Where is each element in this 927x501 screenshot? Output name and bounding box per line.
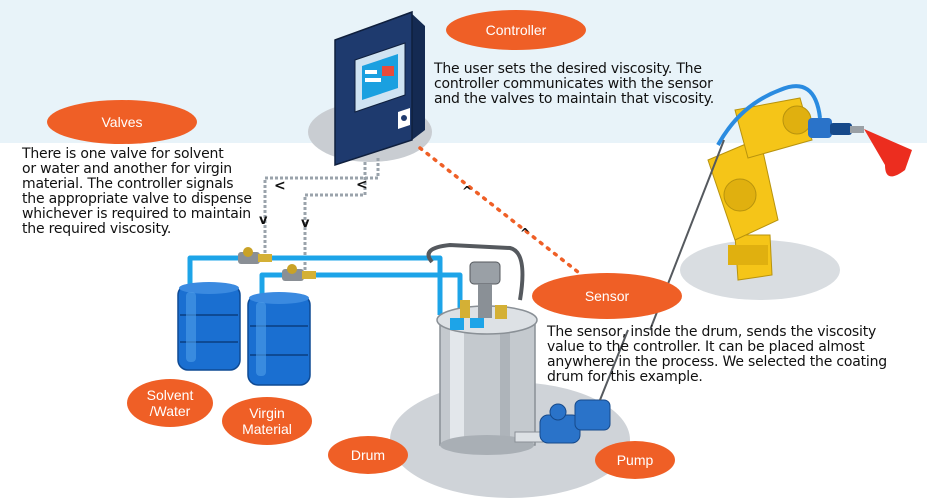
wire-arrow-down-2: v <box>301 216 310 231</box>
valves-description-line: whichever is required to maintain <box>22 206 251 222</box>
wire-arrow-down-1: v <box>259 213 268 228</box>
sensor-description-line: The sensor, inside the drum, sends the v… <box>547 324 877 340</box>
signal-wires <box>263 158 380 275</box>
solvent-label: Solvent /Water <box>127 379 213 427</box>
drum-label: Drum <box>328 436 408 474</box>
solvent-barrel <box>177 282 241 371</box>
virgin-label-line-2: Material <box>242 421 292 437</box>
virgin-valve <box>282 264 316 281</box>
solvent-valve <box>238 247 272 264</box>
controller-description-line: The user sets the desired viscosity. The <box>434 61 702 77</box>
virgin-label: Virgin Material <box>222 397 312 445</box>
valves-description-line: the appropriate valve to dispense <box>22 191 252 207</box>
sensor-signal-line <box>418 146 580 274</box>
spray-robot <box>649 84 912 331</box>
controller-description: The user sets the desired viscosity. The… <box>434 62 714 107</box>
pump <box>514 329 629 444</box>
sensor-description: The sensor, inside the drum, sends the v… <box>547 325 887 385</box>
sensor-description-line: drum for this example. <box>547 369 703 385</box>
virgin-label-line-1: Virgin <box>249 405 285 421</box>
coating-drum <box>426 242 538 455</box>
sensor-label: Sensor <box>532 273 682 319</box>
virgin-barrel <box>247 292 311 386</box>
valves-description: There is one valve for solvent or water … <box>22 147 252 237</box>
sensor-description-line: value to the controller. It can be place… <box>547 339 865 355</box>
solvent-label-line-2: /Water <box>149 403 191 419</box>
sensor-arrow-1: ^ <box>462 184 472 198</box>
valves-label: Valves <box>47 100 197 144</box>
sensor-arrow-2: ^ <box>520 226 530 240</box>
controller-label: Controller <box>446 10 586 50</box>
valves-description-line: material. The controller signals <box>22 176 234 192</box>
wire-arrow-right: < <box>356 177 368 193</box>
pump-label: Pump <box>595 441 675 479</box>
controller-cabinet <box>334 10 425 167</box>
valves-description-line: There is one valve for solvent <box>22 146 224 162</box>
controller-description-line: and the valves to maintain that viscosit… <box>434 91 715 107</box>
solvent-label-line-1: Solvent <box>146 387 194 403</box>
valves-description-line: or water and another for virgin <box>22 161 232 177</box>
wire-arrow-left: < <box>274 178 286 194</box>
valves-description-line: the required viscosity. <box>22 221 172 237</box>
controller-description-line: controller communicates with the sensor <box>434 76 713 92</box>
sensor-description-line: anywhere in the process. We selected the… <box>547 354 887 370</box>
